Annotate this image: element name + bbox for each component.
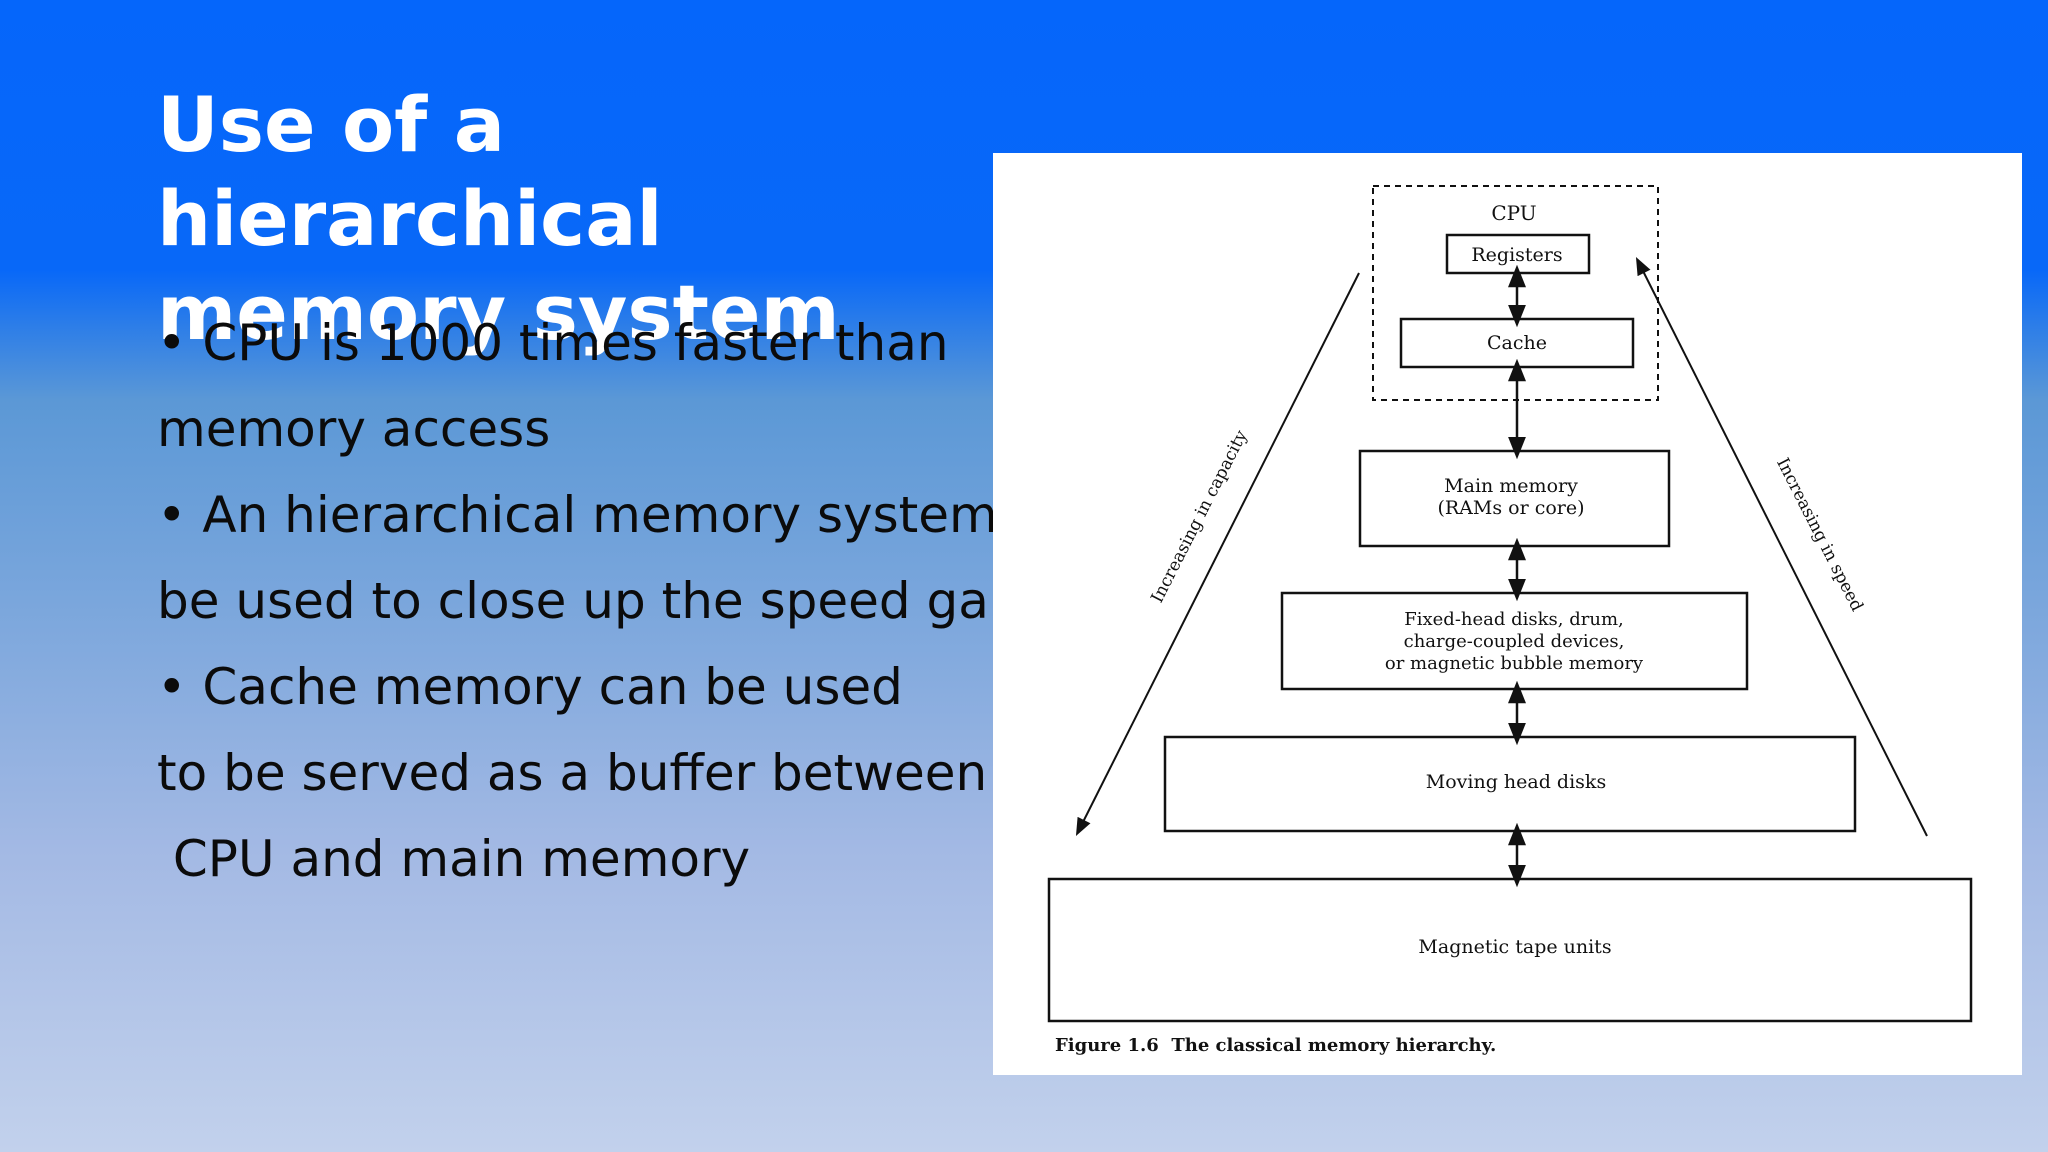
slide-title-line-1: Use of a hierarchical <box>157 80 663 263</box>
fixed-head-label-line-1: Fixed-head disks, drum, <box>1404 609 1624 630</box>
main-memory-label-line-2: (RAMs or core) <box>1437 497 1584 519</box>
slide-title-line-2: memory system <box>157 268 840 357</box>
magnetic-tape-label: Magnetic tape units <box>1418 936 1611 958</box>
bullet-line: • An hierarchical memory system can <box>157 486 1104 544</box>
bullet-line: memory access <box>157 400 551 458</box>
speed-arrow-label: Increasing in speed <box>1772 455 1867 615</box>
speed-arrow <box>1635 256 1928 837</box>
memory-hierarchy-diagram: CPU Registers Cache Main memory (RAMs or… <box>1047 185 1973 1056</box>
memory-hierarchy-figure: CPU Registers Cache Main memory (RAMs or… <box>993 153 2022 1075</box>
main-memory-label-line-1: Main memory <box>1444 475 1578 497</box>
bullet-line: • CPU is 1000 times faster than <box>157 314 949 372</box>
registers-label: Registers <box>1471 244 1562 266</box>
slide-title: Use of a hierarchical memory system <box>157 78 977 360</box>
bullet-line: CPU and main memory <box>157 830 751 888</box>
moving-head-label: Moving head disks <box>1426 771 1606 793</box>
bullet-list: • CPU is 1000 times faster than memory a… <box>157 300 1104 902</box>
capacity-arrow <box>1075 272 1360 837</box>
cpu-label: CPU <box>1491 201 1536 225</box>
bullet-line: to be served as a buffer between <box>157 744 988 802</box>
figure-caption: Figure 1.6 The classical memory hierarch… <box>1055 1035 1496 1056</box>
fixed-head-label-line-2: charge-coupled devices, <box>1404 631 1625 652</box>
cache-label: Cache <box>1487 332 1547 354</box>
bullet-line: be used to close up the speed gap <box>157 572 1021 630</box>
bullet-line: • Cache memory can be used <box>157 658 903 716</box>
fixed-head-label-line-3: or magnetic bubble memory <box>1385 653 1644 674</box>
